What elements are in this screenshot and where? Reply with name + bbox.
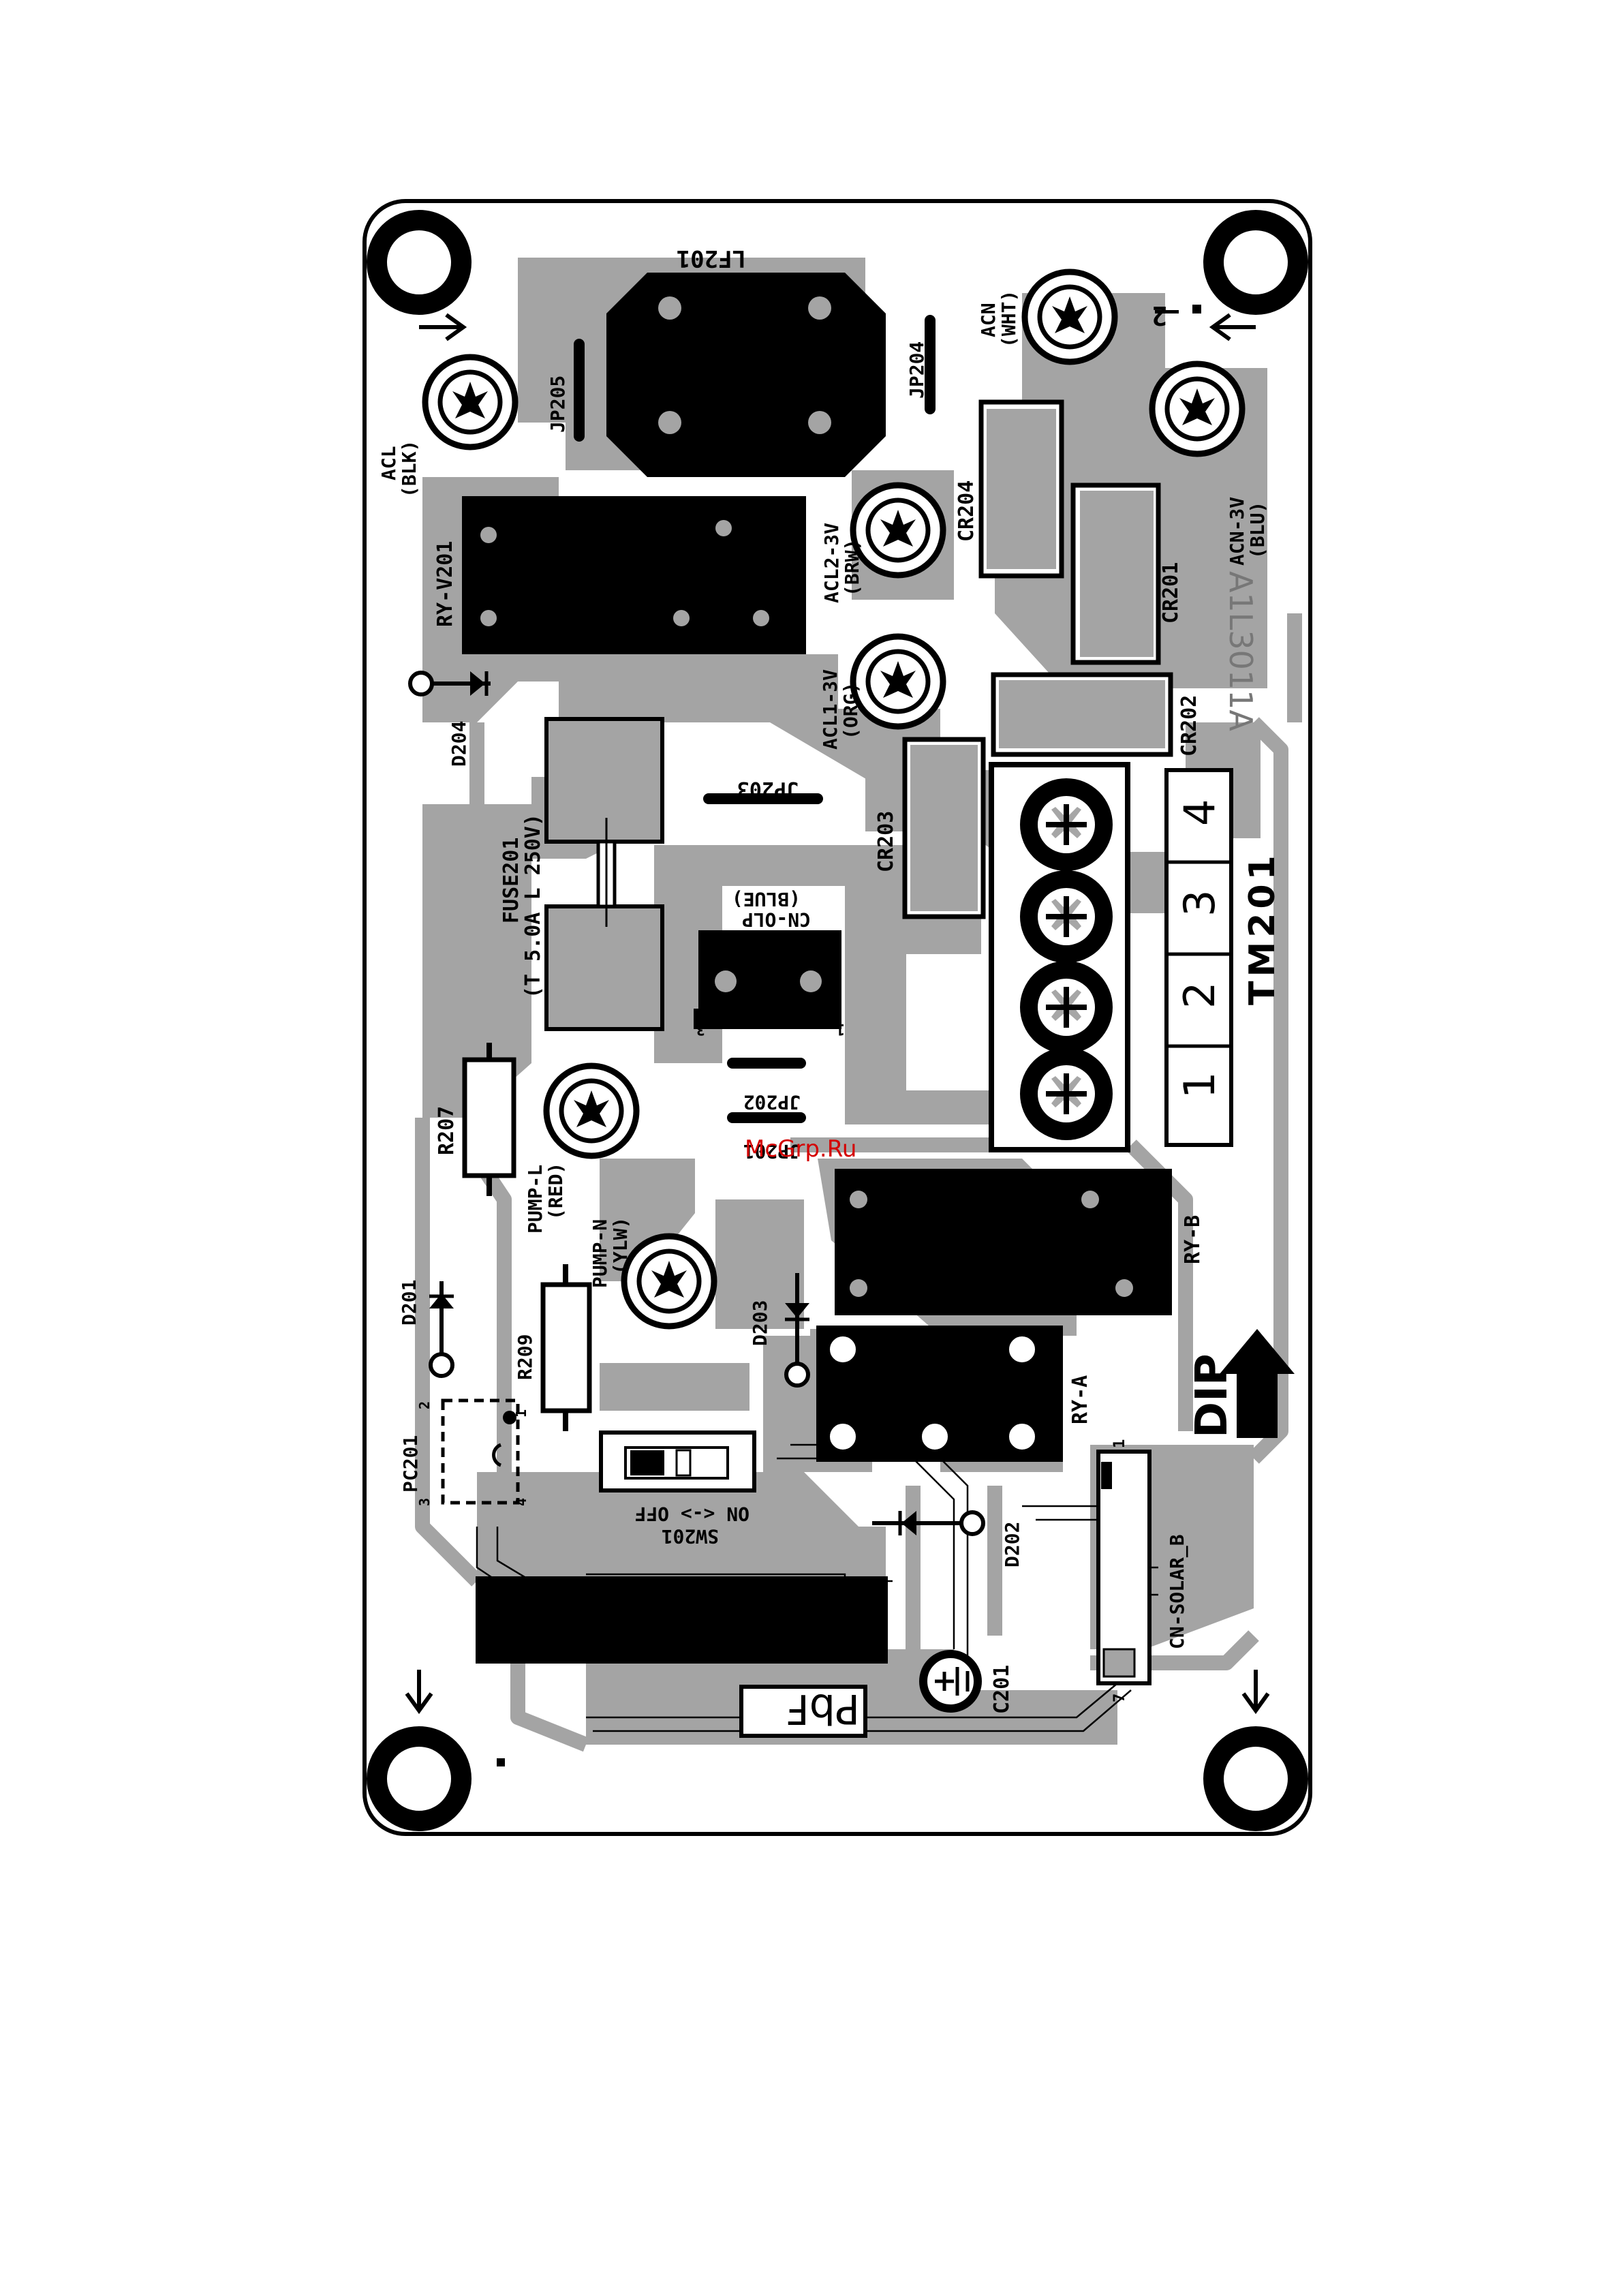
label-pbf: PbF	[786, 1685, 860, 1732]
label-jp203: JP203	[737, 777, 799, 801]
ic-bar	[476, 1576, 888, 1664]
cn-solar-b-connector	[1096, 1450, 1151, 1685]
label-cn-solar-pin7: 7	[1111, 1694, 1128, 1702]
label-cn-solar-b: CN-SOLAR_B	[1166, 1534, 1188, 1649]
label-cn-solar-pin1: 1	[1111, 1439, 1128, 1448]
small-mark	[1192, 305, 1201, 313]
label-acl13v-color: (ORG)	[839, 682, 862, 739]
label-jp201: JP201	[743, 1140, 801, 1163]
lf201-line-filter	[606, 273, 886, 477]
label-ry-a: RY-A	[1068, 1375, 1092, 1424]
watermark: McGrp.Ru	[745, 1135, 856, 1163]
label-cn-olp-color: (BLUE)	[732, 888, 801, 910]
label-r209: R209	[514, 1334, 536, 1380]
label-pc201-pin2: 2	[416, 1401, 433, 1409]
label-jp204: JP204	[906, 341, 928, 399]
label-pc201-pin1: 1	[513, 1409, 529, 1418]
sw201-switch	[599, 1430, 756, 1493]
label-acl13v: ACL1-3V	[819, 669, 841, 750]
terminal-number: 2	[1175, 982, 1224, 1009]
jumpers	[574, 315, 936, 1123]
label-cn-olp: CN-OLP	[742, 908, 811, 931]
ry-b-relay	[835, 1169, 1172, 1315]
label-ry-v201: RY-V201	[433, 541, 457, 627]
label-jp202: JP202	[743, 1091, 801, 1114]
terminal-number: 1	[1175, 1072, 1224, 1099]
fuse201-holder	[544, 717, 664, 1031]
cn-olp-connector	[694, 930, 841, 1029]
label-tm201: TM201	[1242, 851, 1283, 1005]
label-acn: ACN	[977, 303, 1000, 337]
traces	[415, 613, 1302, 1752]
label-dip: DIP	[1187, 1353, 1237, 1438]
terminal-number: 4	[1175, 799, 1224, 826]
r207-resistor	[462, 1043, 516, 1196]
label-pin-two: 2	[1151, 301, 1167, 331]
label-pump-l: PUMP-L	[524, 1165, 546, 1234]
pbf-box	[739, 1685, 867, 1738]
mounting-holes	[367, 210, 1308, 1831]
label-cr203: CR203	[874, 811, 898, 872]
label-cr201: CR201	[1159, 562, 1183, 624]
label-d201: D201	[398, 1280, 420, 1326]
tm201-terminal-block	[989, 762, 1233, 1152]
diodes	[408, 671, 985, 1536]
label-d203: D203	[749, 1300, 771, 1346]
label-ry-b: RY-B	[1181, 1215, 1205, 1264]
pc201-photocoupler	[441, 1398, 520, 1505]
label-acn-color: (WHT)	[998, 290, 1020, 348]
label-acl: ACL	[377, 446, 400, 480]
label-cr202: CR202	[1177, 695, 1201, 756]
label-acl23v-color: (BRW)	[841, 539, 863, 596]
ry-v201-relay	[462, 496, 806, 654]
label-c201: C201	[990, 1665, 1014, 1714]
label-pc201-pin3: 3	[416, 1498, 433, 1506]
ry-a-relay	[816, 1326, 1063, 1462]
label-jp205: JP205	[546, 376, 569, 433]
label-sw201-position: ON <-> OFF	[634, 1503, 749, 1525]
label-version: A1L3011A	[1222, 571, 1259, 731]
label-fuse201: FUSE201	[499, 838, 523, 923]
cr-fills	[910, 409, 1165, 911]
label-acl-color: (BLK)	[398, 440, 420, 498]
label-cn-olp-pin1: 1	[836, 1020, 845, 1037]
label-pc201-pin4: 4	[513, 1498, 529, 1506]
label-cn-olp-pin3: 3	[696, 1020, 705, 1037]
label-acl23v: ACL2-3V	[820, 523, 843, 603]
label-pump-n: PUMP-N	[589, 1219, 611, 1288]
labels: LF201 JP205 JP204 ACN (WHT) ACL (BLK) AC…	[377, 245, 1283, 1732]
small-mark	[1155, 310, 1179, 313]
label-sw201: SW201	[662, 1525, 719, 1548]
arrow-icons	[405, 313, 1270, 1715]
label-pc201: PC201	[399, 1435, 422, 1493]
label-acn3v-color: (BLU)	[1246, 502, 1269, 559]
small-mark	[497, 1758, 505, 1766]
label-d204: D204	[448, 721, 470, 767]
label-cr204: CR204	[955, 480, 978, 542]
label-d202: D202	[1001, 1522, 1023, 1567]
label-acn3v: ACN-3V	[1226, 497, 1248, 566]
r209-resistor	[540, 1264, 592, 1431]
label-fuse201-rating: (T 5.0A L 250V)	[521, 814, 545, 998]
label-r207: R207	[435, 1106, 459, 1155]
label-lf201: LF201	[677, 245, 746, 272]
c201-capacitor	[919, 1650, 982, 1713]
terminal-numbers: 1 2 3 4	[1175, 799, 1224, 1099]
terminal-number: 3	[1175, 890, 1224, 917]
label-pump-n-color: (YLW)	[609, 1217, 632, 1274]
dip-arrow-icon	[1220, 1329, 1295, 1438]
label-pump-l-color: (RED)	[544, 1163, 567, 1220]
